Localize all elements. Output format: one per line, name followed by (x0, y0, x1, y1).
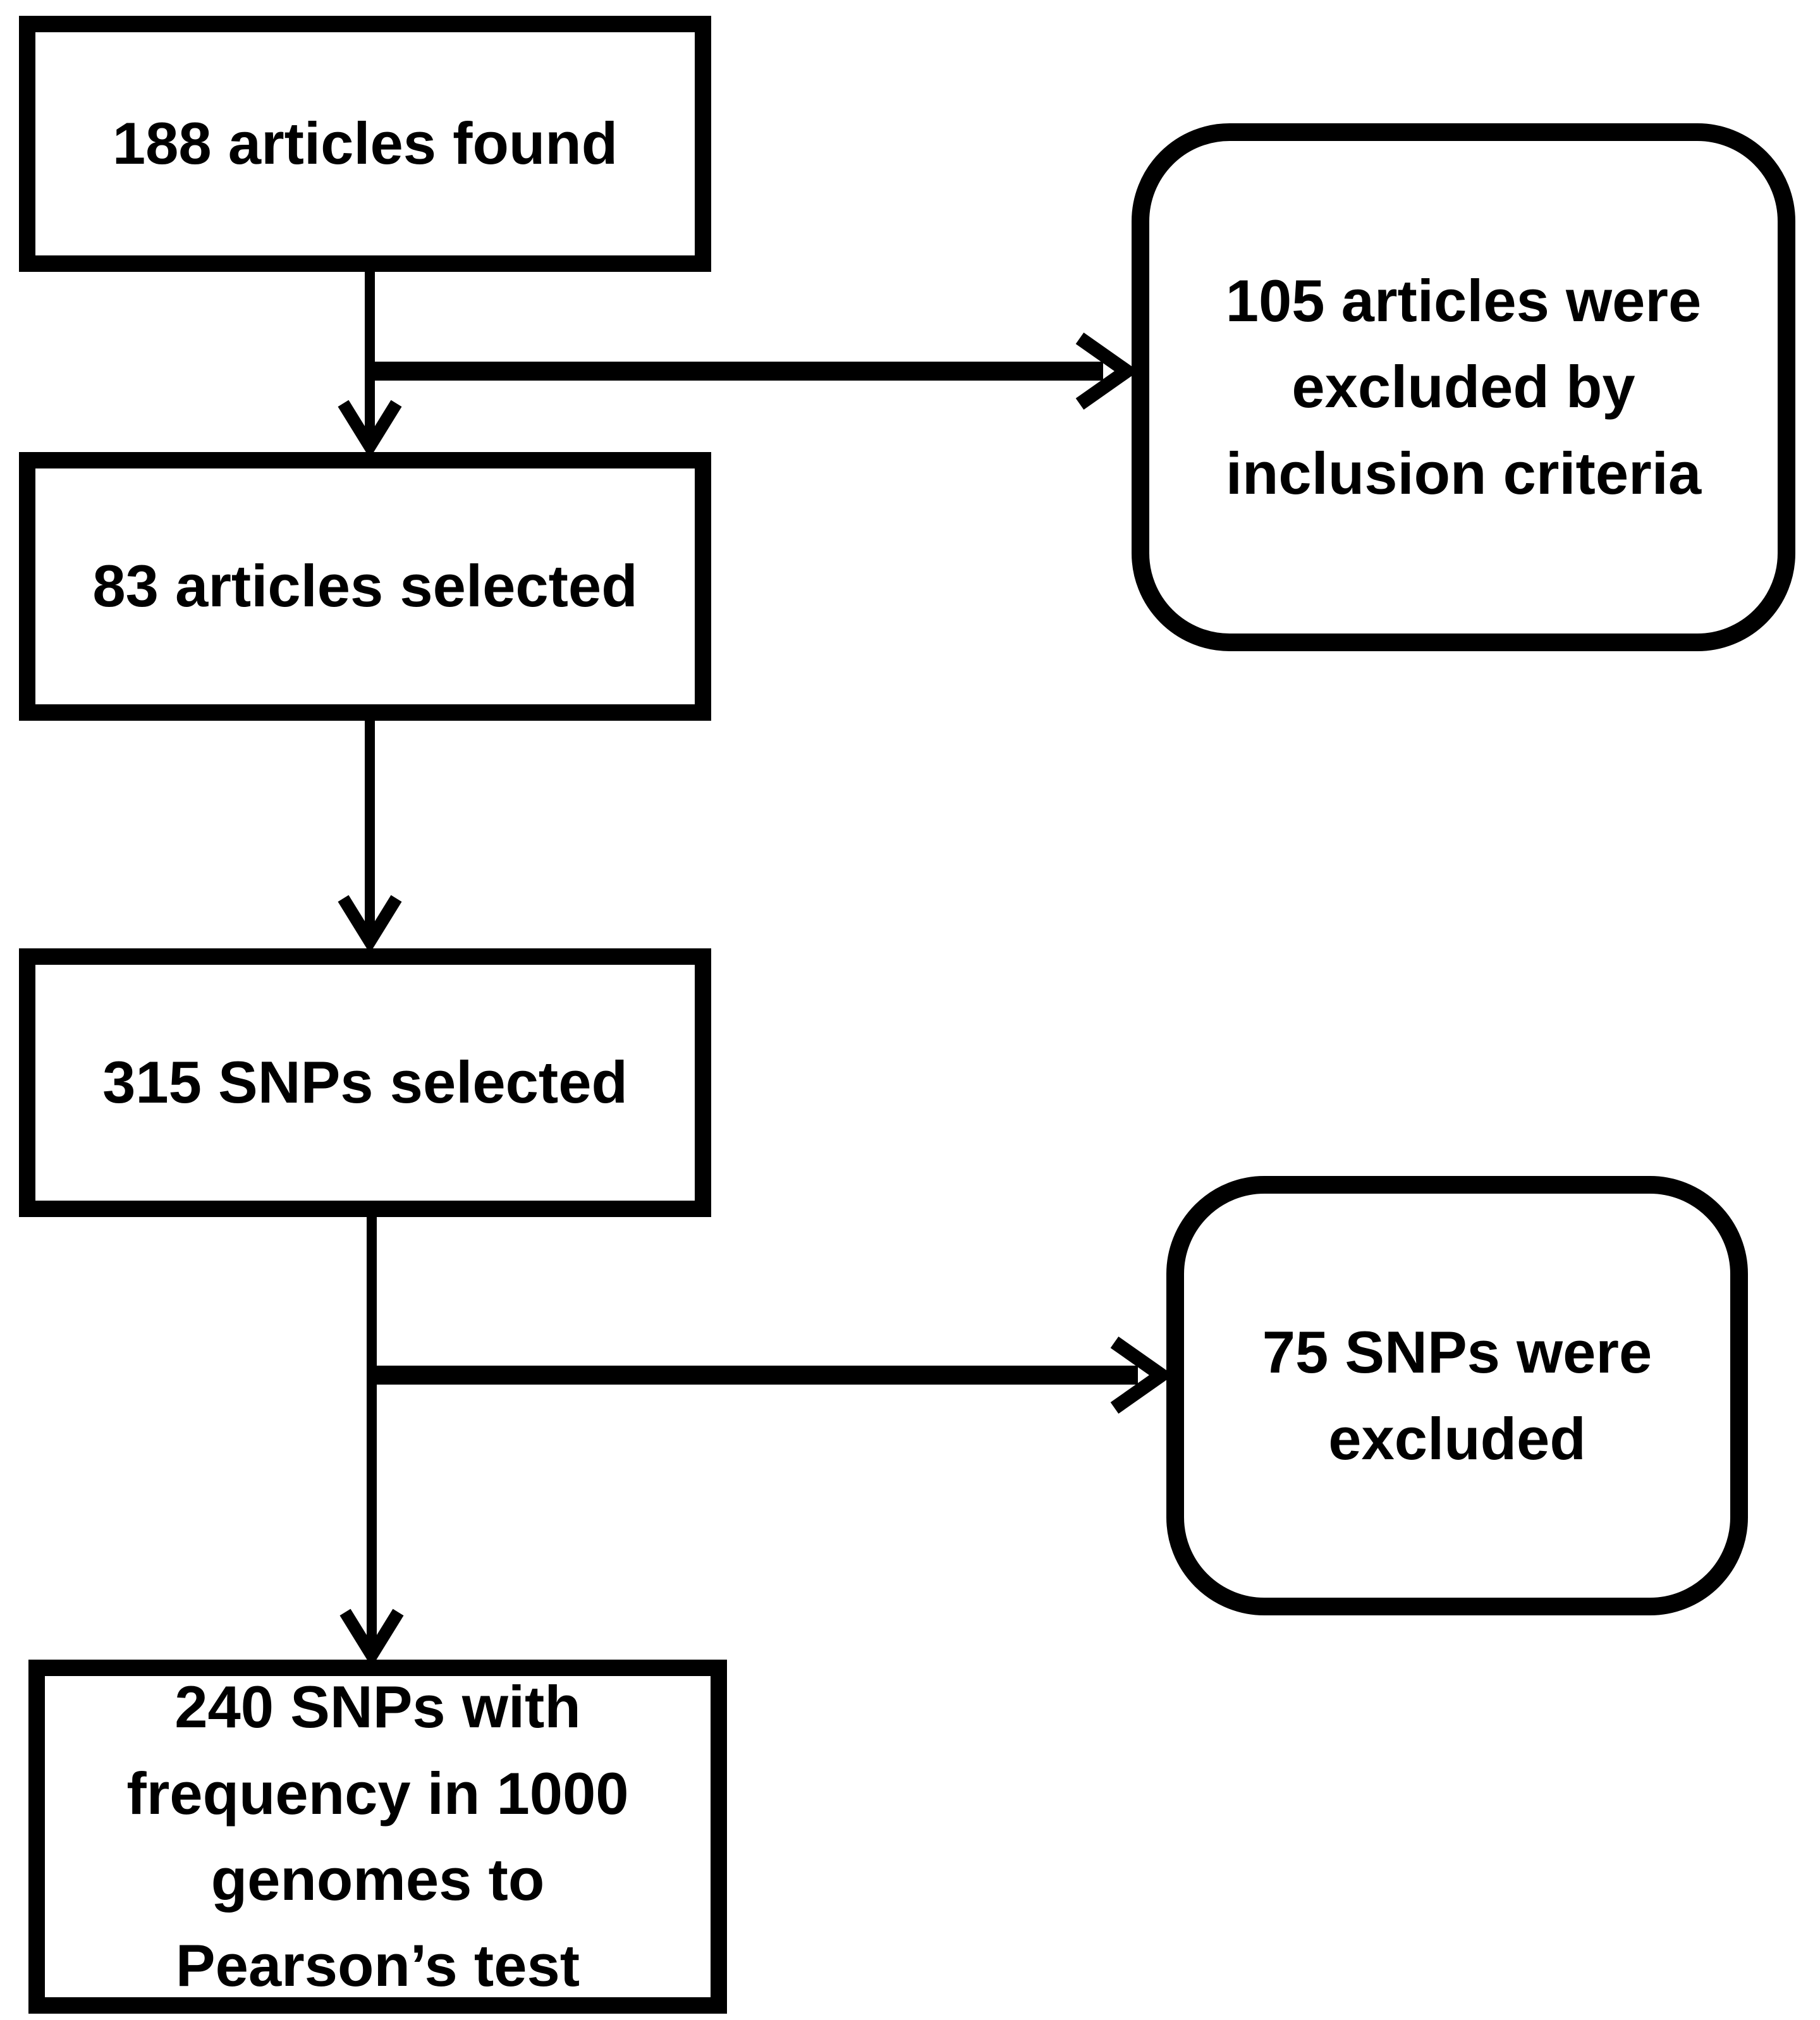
node-articles-found: 188 articles found (19, 16, 711, 272)
connector-snps-to-final (339, 1217, 404, 1668)
connector-found-to-excluded (365, 332, 1139, 410)
arrowhead-right-icon (1075, 332, 1139, 410)
node-snps-final: 240 SNPs with frequency in 1000 genomes … (28, 1660, 727, 2014)
arrowhead-down-icon (338, 895, 402, 954)
connector-snps-to-excluded (372, 1336, 1174, 1414)
arrowhead-down-icon (338, 400, 402, 459)
node-articles-found-label: 188 articles found (112, 110, 618, 177)
connector-selected-to-snps (338, 721, 402, 954)
node-articles-excluded-label: 105 articles were excluded by inclusion … (1225, 267, 1702, 506)
node-articles-selected-label: 83 articles selected (92, 553, 638, 620)
arrowhead-down-icon (339, 1608, 404, 1668)
connector-found-to-selected (338, 272, 402, 459)
arrowhead-right-icon (1110, 1336, 1174, 1414)
node-snps-excluded: 75 SNPs were excluded (1166, 1176, 1748, 1615)
node-snps-selected-label: 315 SNPs selected (102, 1049, 628, 1116)
node-articles-excluded: 105 articles were excluded by inclusion … (1132, 123, 1795, 651)
node-snps-final-label: 240 SNPs with frequency in 1000 genomes … (126, 1674, 629, 1999)
node-articles-selected: 83 articles selected (19, 452, 711, 721)
node-snps-selected: 315 SNPs selected (19, 948, 711, 1217)
node-snps-excluded-label: 75 SNPs were excluded (1262, 1319, 1652, 1472)
